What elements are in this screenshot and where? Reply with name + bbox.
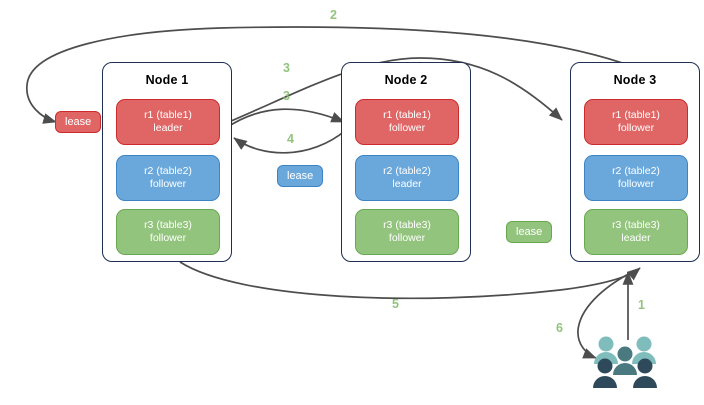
replica-label-line1: r3 (table3) xyxy=(144,219,192,231)
replica-label-line2: follower xyxy=(149,178,187,190)
node-2-title: Node 2 xyxy=(384,73,428,87)
node-2-replica-r2[interactable]: r2 (table2) leader xyxy=(355,155,459,201)
node-3-replica-r2[interactable]: r2 (table2) follower xyxy=(584,155,688,201)
node-3-title: Node 3 xyxy=(613,73,657,87)
node-3[interactable]: Node 3 r1 (table1) follower r2 (table2) … xyxy=(570,62,700,262)
replica-label-line2: leader xyxy=(392,178,422,190)
lease-label: lease xyxy=(516,226,543,238)
replica-label-line2: leader xyxy=(621,232,651,244)
lease-badge-table2[interactable]: lease xyxy=(277,165,324,187)
node-1-title: Node 1 xyxy=(145,73,189,87)
replica-label-line2: leader xyxy=(153,122,183,134)
node-2[interactable]: Node 2 r1 (table1) follower r2 (table2) … xyxy=(341,62,471,262)
node-1-replica-r3[interactable]: r3 (table3) follower xyxy=(116,209,220,255)
step-label-3a: 3 xyxy=(283,61,290,75)
node-2-replica-r1[interactable]: r1 (table1) follower xyxy=(355,99,459,145)
step-label-5: 5 xyxy=(392,297,399,311)
step-label-4: 4 xyxy=(287,132,294,146)
step-label-2: 2 xyxy=(330,8,337,22)
replica-label-line1: r3 (table3) xyxy=(612,219,660,231)
replica-label-line1: r2 (table2) xyxy=(383,165,431,177)
node-3-replica-r3[interactable]: r3 (table3) leader xyxy=(584,209,688,255)
node-3-replica-r1[interactable]: r1 (table1) follower xyxy=(584,99,688,145)
replica-label-line2: follower xyxy=(388,122,426,134)
replica-label-line1: r2 (table2) xyxy=(612,165,660,177)
replica-label-line1: r2 (table2) xyxy=(144,165,192,177)
edge-step-5 xyxy=(179,261,641,300)
replica-label-line2: follower xyxy=(617,122,655,134)
step-label-1: 1 xyxy=(638,298,645,312)
replica-label-line2: follower xyxy=(388,232,426,244)
lease-label: lease xyxy=(65,116,92,128)
replica-label-line1: r1 (table1) xyxy=(612,109,660,121)
node-1-replica-r1[interactable]: r1 (table1) leader xyxy=(116,99,220,145)
replica-label-line2: follower xyxy=(617,178,655,190)
lease-badge-table3[interactable]: lease xyxy=(506,221,553,243)
clients-group-icon xyxy=(593,336,657,388)
lease-label: lease xyxy=(287,170,314,182)
node-2-replica-r3[interactable]: r3 (table3) follower xyxy=(355,209,459,255)
step-label-6: 6 xyxy=(556,321,563,335)
node-1[interactable]: Node 1 r1 (table1) leader r2 (table2) fo… xyxy=(102,62,232,262)
node-1-replica-r2[interactable]: r2 (table2) follower xyxy=(116,155,220,201)
step-label-3b: 3 xyxy=(283,89,290,103)
replica-label-line1: r1 (table1) xyxy=(383,109,431,121)
replica-label-line2: follower xyxy=(149,232,187,244)
lease-badge-table1[interactable]: lease xyxy=(55,111,102,133)
replica-label-line1: r3 (table3) xyxy=(383,219,431,231)
edge-step-3-to-node2 xyxy=(225,108,345,129)
replica-label-line1: r1 (table1) xyxy=(144,109,192,121)
